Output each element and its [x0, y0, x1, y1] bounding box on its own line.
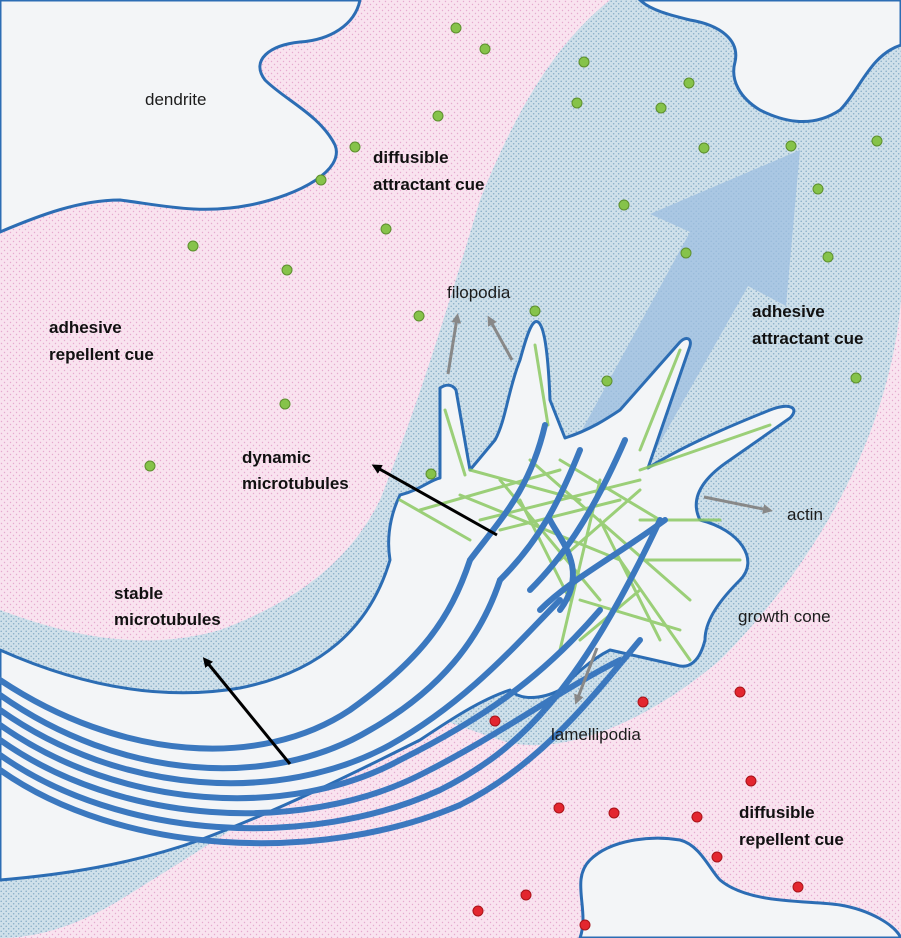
label-diffusible-repellent-cue-line2: repellent cue — [739, 830, 844, 849]
label-adhesive-repellent-cue-line2: repellent cue — [49, 345, 154, 364]
label-dynamic-microtubules-line1: dynamic — [242, 448, 311, 467]
label-filopodia: filopodia — [447, 283, 511, 302]
label-stable-microtubules-line1: stable — [114, 584, 163, 603]
label-diffusible-attractant-cue-line1: diffusible — [373, 148, 449, 167]
label-adhesive-attractant-cue-line1: adhesive — [752, 302, 825, 321]
label-lamellipodia: lamellipodia — [551, 725, 641, 744]
label-diffusible-attractant-cue-line2: attractant cue — [373, 175, 484, 194]
label-actin: actin — [787, 505, 823, 524]
label-diffusible-repellent-cue-line1: diffusible — [739, 803, 815, 822]
label-dendrite: dendrite — [145, 90, 206, 109]
label-adhesive-repellent-cue-line1: adhesive — [49, 318, 122, 337]
label-dynamic-microtubules-line2: microtubules — [242, 474, 349, 493]
label-stable-microtubules-line2: microtubules — [114, 610, 221, 629]
label-adhesive-attractant-cue-line2: attractant cue — [752, 329, 863, 348]
label-growth-cone: growth cone — [738, 607, 831, 626]
